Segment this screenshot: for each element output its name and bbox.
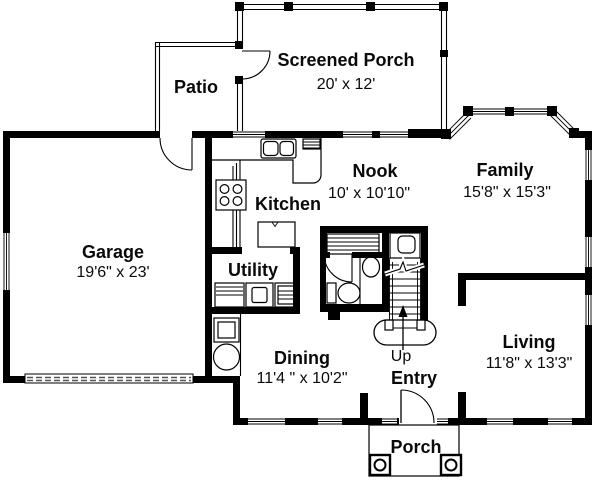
porch-door bbox=[241, 50, 271, 80]
label-kitchen: Kitchen bbox=[255, 194, 321, 214]
label-porch: Porch bbox=[390, 437, 441, 457]
patio-walls bbox=[154, 41, 242, 131]
dim-family: 15'8" x 15'3" bbox=[463, 184, 551, 201]
dishwasher bbox=[302, 138, 321, 150]
right-wall-windows bbox=[585, 150, 592, 325]
bath-vanity bbox=[359, 256, 381, 304]
buffet-counter bbox=[326, 233, 380, 255]
kitchen-peninsula bbox=[257, 221, 296, 248]
label-utility: Utility bbox=[228, 260, 278, 280]
porch-post-column bbox=[373, 458, 387, 472]
label-dining: Dining bbox=[274, 348, 330, 368]
dim-living: 11'8" x 13'3" bbox=[486, 355, 573, 372]
label-screened-porch: Screened Porch bbox=[277, 50, 414, 70]
washer-dryer bbox=[214, 282, 300, 308]
kitchen-sink bbox=[260, 138, 297, 159]
stove bbox=[215, 179, 247, 211]
label-family: Family bbox=[476, 160, 533, 180]
dim-nook: 10' x 10'10" bbox=[328, 185, 410, 202]
label-entry: Entry bbox=[391, 368, 437, 388]
bay-windows bbox=[441, 106, 579, 140]
up-arrow bbox=[398, 305, 408, 350]
porch-post bbox=[439, 453, 463, 477]
garage-window bbox=[3, 233, 10, 290]
screened-porch-walls bbox=[235, 2, 448, 131]
label-patio: Patio bbox=[174, 77, 218, 97]
interior-walls bbox=[205, 226, 585, 418]
dim-screened-porch: 20' x 12' bbox=[317, 76, 376, 93]
dim-garage: 19'6" x 23' bbox=[76, 264, 149, 281]
label-up: Up bbox=[391, 348, 412, 365]
bar-sink-counter bbox=[389, 232, 421, 259]
staircase bbox=[373, 254, 437, 350]
bottom-wall-windows bbox=[248, 418, 572, 425]
porch-post bbox=[368, 453, 392, 477]
label-garage: Garage bbox=[82, 242, 144, 262]
windows bbox=[3, 106, 592, 425]
garage-door bbox=[24, 373, 194, 384]
dim-dining: 11'4 " x 10'2" bbox=[256, 370, 347, 387]
patio-to-house-door bbox=[159, 137, 193, 171]
furnace bbox=[213, 317, 240, 343]
porch-post-column bbox=[444, 458, 458, 472]
label-living: Living bbox=[503, 332, 556, 352]
entry-door bbox=[400, 389, 435, 424]
bathroom-door bbox=[323, 253, 353, 283]
top-wall-windows bbox=[233, 131, 408, 138]
label-nook: Nook bbox=[353, 161, 399, 181]
room-labels: Screened Porch 20' x 12' Patio Nook 10' … bbox=[76, 50, 572, 457]
water-heater bbox=[212, 343, 241, 371]
front-porch bbox=[368, 424, 463, 477]
